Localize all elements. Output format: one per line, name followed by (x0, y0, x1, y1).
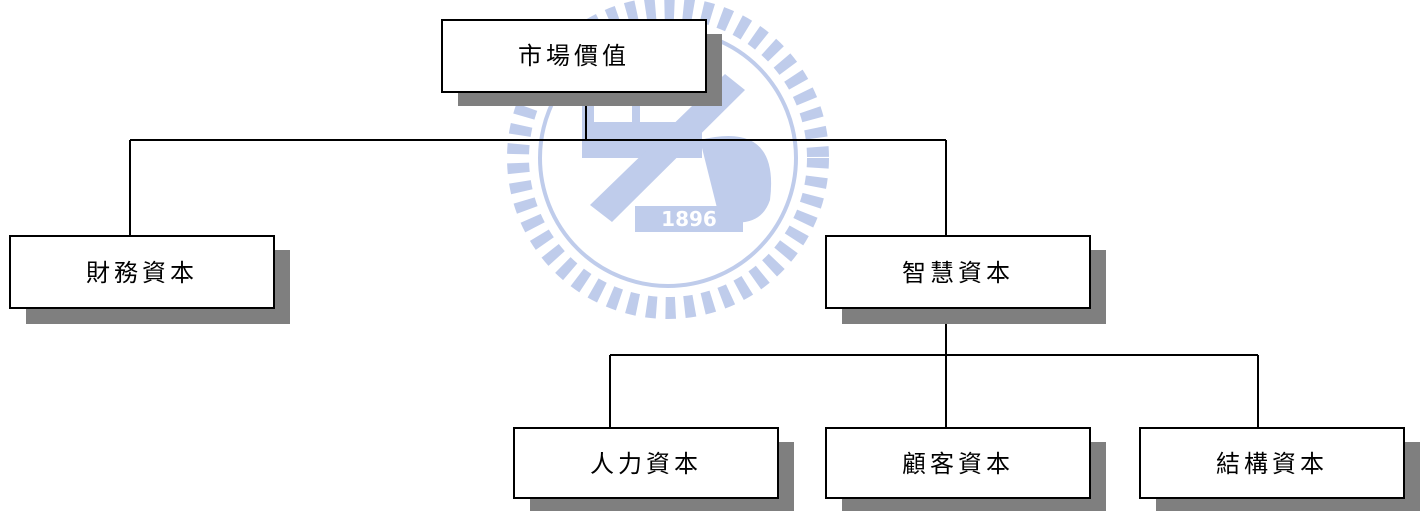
watermark-right-shape (700, 136, 772, 223)
node-customer: 顧客資本 (825, 427, 1106, 511)
watermark-year-plaque (635, 206, 743, 232)
node-root-box (441, 19, 707, 93)
node-intellectual-box (825, 235, 1091, 309)
watermark-diagonal-bar (590, 74, 745, 222)
node-customer-box (825, 427, 1091, 499)
node-financial-box (9, 235, 275, 309)
node-human-box (513, 427, 779, 499)
node-root-label: 市場價值 (518, 42, 630, 70)
node-intellectual: 智慧資本 (825, 235, 1106, 324)
watermark-year: 1896 (661, 207, 717, 231)
node-structural-label: 結構資本 (1216, 450, 1328, 478)
node-financial: 財務資本 (9, 235, 290, 324)
node-structural-box (1139, 427, 1405, 499)
node-intellectual-label: 智慧資本 (902, 259, 1014, 287)
node-structural: 結構資本 (1139, 427, 1420, 511)
node-customer-label: 顧客資本 (902, 450, 1014, 478)
node-human: 人力資本 (513, 427, 794, 511)
node-financial-label: 財務資本 (86, 259, 198, 287)
watermark-gear-ring (507, 0, 829, 319)
node-root: 市場價值 (441, 19, 722, 106)
node-human-label: 人力資本 (590, 450, 702, 478)
